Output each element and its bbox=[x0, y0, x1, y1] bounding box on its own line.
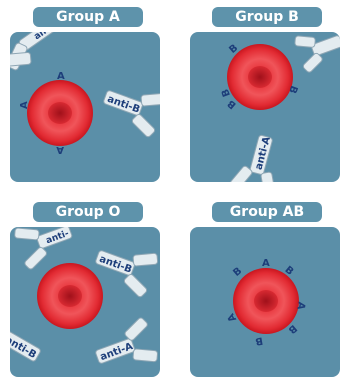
red-blood-cell-center bbox=[58, 285, 82, 307]
antigen-a: A bbox=[19, 101, 30, 109]
antigen-a: A bbox=[262, 258, 270, 269]
antigen-a: A bbox=[57, 71, 65, 82]
red-blood-cell-center bbox=[254, 290, 278, 312]
red-blood-cell-center bbox=[48, 102, 72, 124]
red-blood-cell-center bbox=[248, 66, 272, 88]
antigen-a: A bbox=[56, 144, 64, 155]
